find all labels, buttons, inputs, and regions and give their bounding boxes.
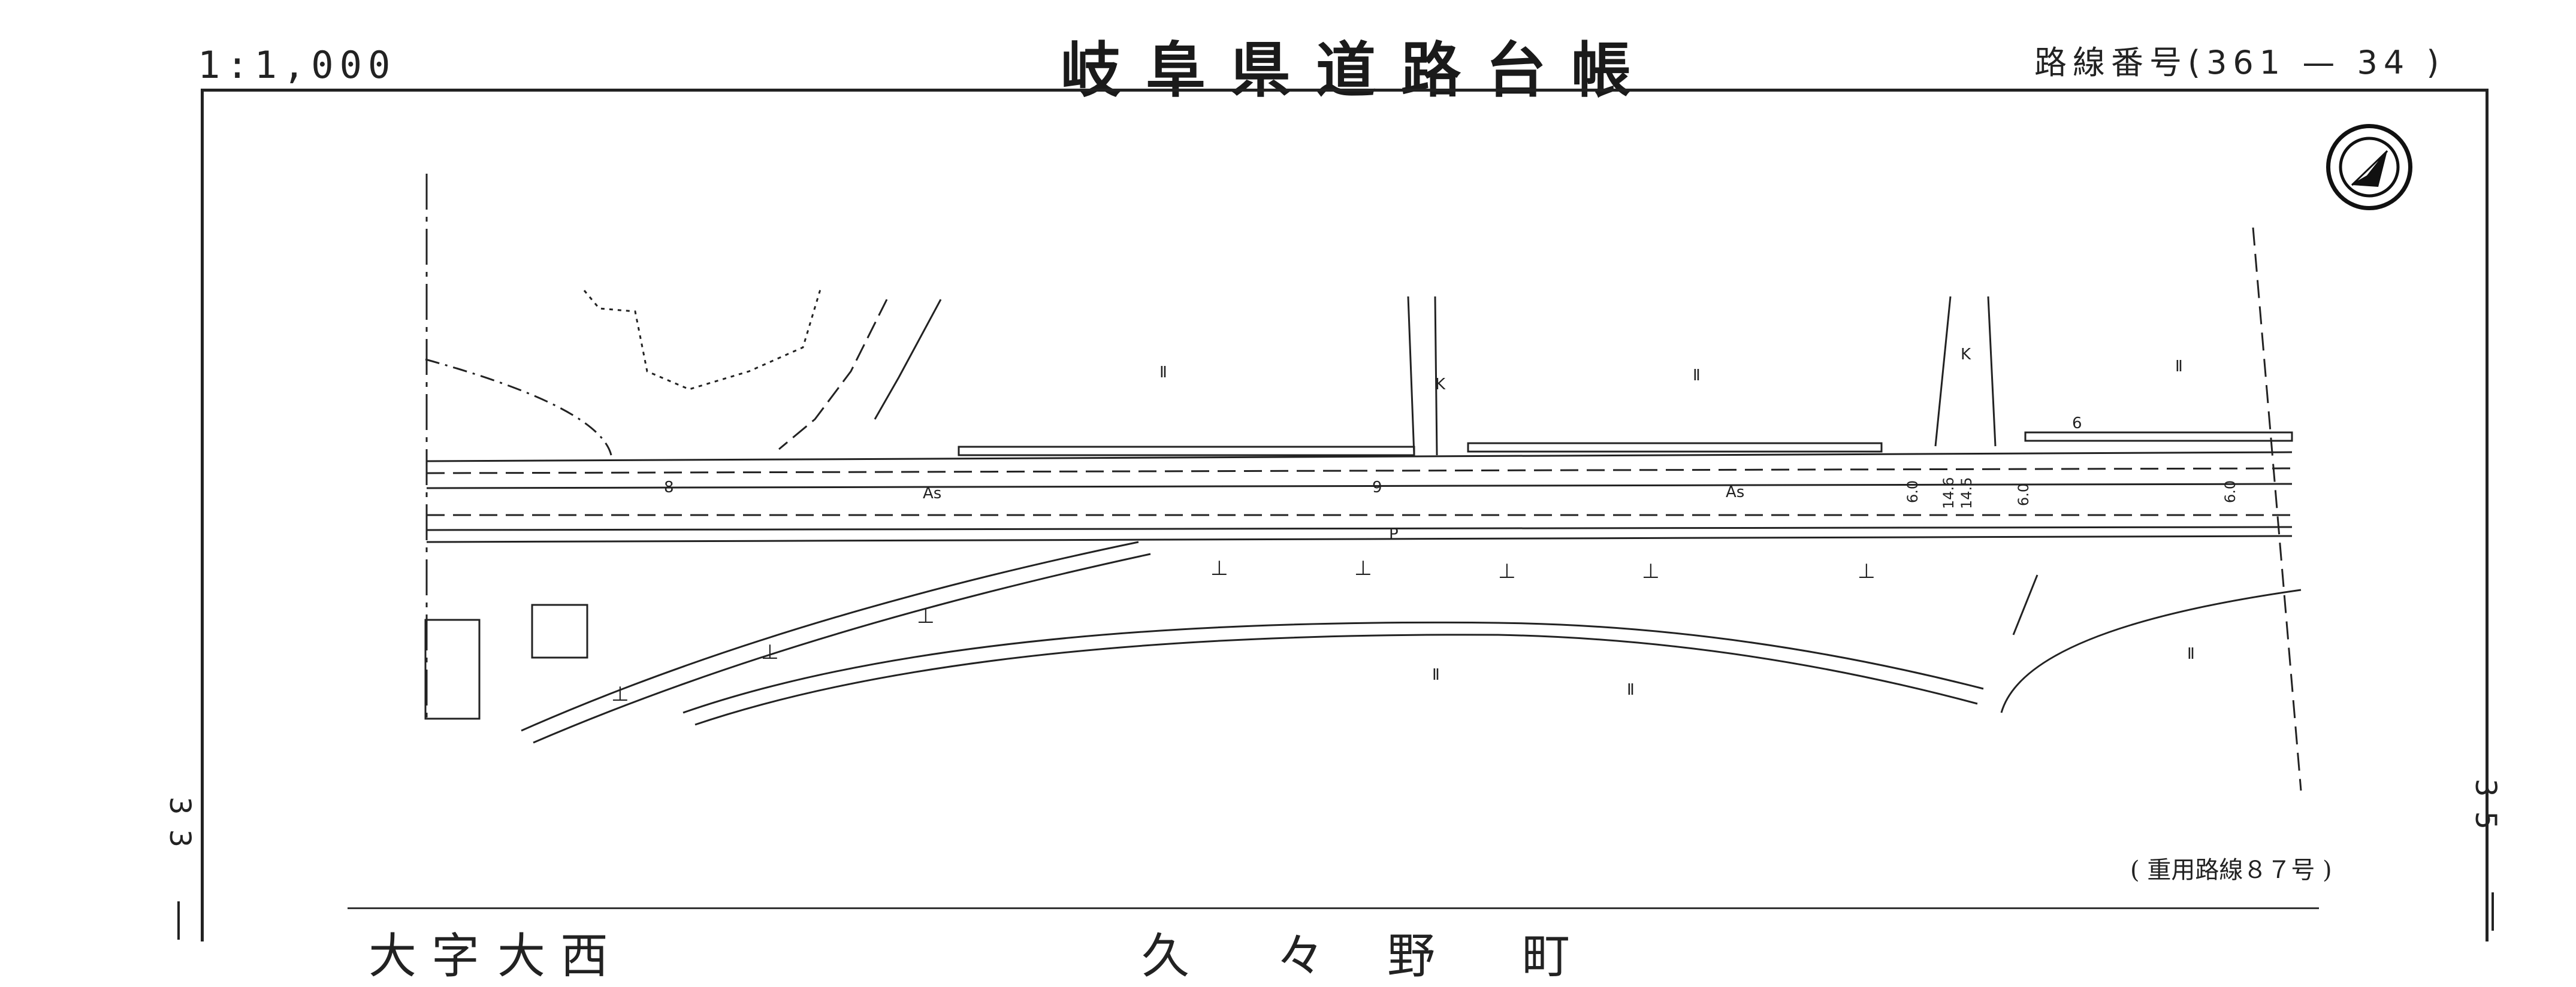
- northwest-boundary: [425, 358, 612, 456]
- paddy-symbol-4: Ⅱ: [1432, 666, 1440, 684]
- route-prefix: 路線番号(: [2034, 44, 2207, 81]
- road-map-drawing: 8 9 As As P K K 6 6.0 14.6 14.5 6.0 6.0 …: [424, 174, 2302, 791]
- town-left-char-1: 大: [369, 928, 416, 984]
- south-curve-edge-1: [682, 621, 1984, 714]
- previous-page-number: 33: [163, 797, 197, 862]
- paddy-symbol-2: Ⅱ: [1693, 367, 1701, 384]
- width-label-2: 14.6: [1940, 477, 1957, 509]
- scale-label: 1:1,000: [198, 43, 397, 87]
- pavement-p-label: P: [1389, 525, 1399, 543]
- field-symbol-5: ⊥: [1858, 559, 1876, 583]
- town-name-rule: [348, 907, 2319, 909]
- curb-k-left: K: [1435, 376, 1446, 393]
- west-building: [424, 619, 481, 720]
- width-label-4: 6.0: [2015, 483, 2032, 506]
- side-road-right-east: [1987, 296, 1997, 447]
- station-9-label: 9: [1372, 479, 1382, 496]
- heavy-route-note: ( 重用路線８７号 ): [2130, 856, 2332, 884]
- route-number: 361: [2206, 44, 2287, 81]
- route-dash: —: [2302, 44, 2341, 81]
- route-suffix: ): [2426, 44, 2445, 81]
- page-title: 岐阜県道路台帳: [1061, 35, 1656, 105]
- east-curve: [2000, 589, 2302, 713]
- south-curve-edge-2: [694, 634, 1978, 726]
- next-page-ref: 35: [2469, 779, 2502, 844]
- width-label-5: 6.0: [2222, 480, 2239, 503]
- next-page-bracket: [2492, 892, 2494, 931]
- town-left-char-3: 大: [497, 928, 545, 984]
- curb-k-right: K: [1961, 346, 1971, 364]
- station-8-label: 8: [664, 479, 674, 496]
- town-left-char-4: 西: [560, 928, 608, 984]
- field-symbol-3: ⊥: [1498, 559, 1516, 583]
- northwest-road-edge-2: [874, 299, 942, 420]
- paddy-symbol-5: Ⅱ: [1627, 681, 1635, 699]
- width-label-1: 6.0: [1904, 480, 1921, 503]
- south-west-edge: [521, 541, 1139, 732]
- surface-as-right: As: [1726, 483, 1744, 501]
- northwest-parcel: [583, 287, 822, 390]
- sidewalk-north-2: [1467, 442, 1883, 453]
- town-right-char-4: 町: [1522, 928, 1570, 984]
- field-symbol-8: ⊥: [611, 682, 629, 706]
- sidewalk-north-1: [958, 446, 1415, 456]
- road-edge-south: [426, 526, 2293, 531]
- sidewalk-north-3: [2024, 431, 2293, 442]
- town-left-char-2: 字: [431, 928, 479, 984]
- road-lane-line: [426, 483, 2293, 489]
- field-symbol-4: ⊥: [1642, 559, 1660, 583]
- benchmark-label: 6: [2072, 414, 2082, 432]
- surface-as-left: As: [923, 485, 941, 502]
- paddy-symbol-1: Ⅱ: [1159, 364, 1167, 382]
- north-arrow-icon: [2326, 124, 2412, 210]
- paddy-symbol-6: Ⅱ: [2187, 645, 2195, 663]
- next-page-number: 35: [2469, 779, 2502, 844]
- east-ramp: [2012, 574, 2039, 635]
- town-right-char-2: 々: [1276, 928, 1324, 984]
- road-edge-north: [426, 451, 2293, 462]
- south-west-edge-2: [533, 553, 1151, 744]
- field-symbol-6: ⊥: [917, 604, 935, 628]
- field-symbol-1: ⊥: [1210, 556, 1228, 580]
- side-road-left-east: [1434, 296, 1438, 456]
- field-symbol-7: ⊥: [761, 640, 779, 664]
- previous-page-bracket: [177, 901, 180, 940]
- road-centerline-north: [426, 467, 2293, 474]
- paddy-symbol-3: Ⅱ: [2175, 358, 2183, 376]
- town-right-char-1: 久: [1141, 928, 1189, 984]
- northwest-road-edge: [778, 299, 888, 450]
- field-symbol-2: ⊥: [1354, 556, 1372, 580]
- route-sheet: 34: [2357, 44, 2411, 81]
- route-number-label: 路線番号(361 — 34 ): [2034, 36, 2445, 83]
- side-road-left-west: [1407, 296, 1415, 456]
- road-shoulder-south: [426, 535, 2293, 543]
- width-label-3: 14.5: [1958, 477, 1975, 509]
- side-road-right-west: [1934, 296, 1952, 447]
- west-building-2: [531, 604, 588, 659]
- map-frame: [201, 89, 2489, 941]
- previous-page-ref: 33: [163, 797, 197, 862]
- town-right-char-3: 野: [1387, 928, 1435, 984]
- east-boundary: [2252, 227, 2302, 791]
